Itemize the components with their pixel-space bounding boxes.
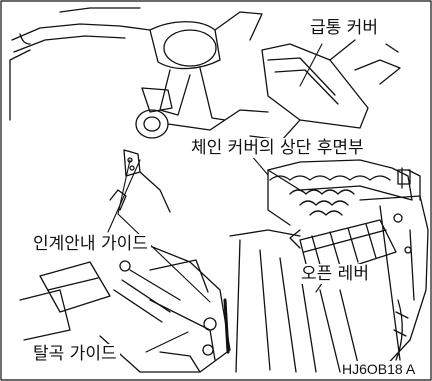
right-side-frame: [359, 195, 429, 373]
leader-lines: [107, 43, 335, 353]
chain-cover-drawing: [267, 159, 421, 226]
callout-feed-guide: 인계안내 가이드: [30, 234, 151, 254]
leader-feed-guide: [107, 159, 141, 233]
lower-middle-structure: [229, 229, 361, 373]
callout-threshing-guide: 탈곡 가이드: [30, 344, 120, 364]
top-left-rails: [9, 7, 151, 121]
duct-assembly: [135, 11, 269, 139]
callout-feed-cylinder-cover: 급통 커버: [307, 18, 381, 38]
threshing-guide-drawing: [19, 245, 231, 373]
reference-code: HJ6OB18 A: [342, 361, 416, 377]
callout-open-lever: 오픈 레버: [298, 264, 372, 284]
hand-drawing: [109, 149, 171, 213]
leader-feed-cylinder-cover: [299, 43, 323, 87]
feed-cylinder-cover-drawing: [249, 39, 401, 141]
leader-threshing-guide: [145, 331, 189, 353]
leader-feed-guide-b: [117, 159, 211, 303]
callout-chain-cover-upper-rear: 체인 커버의 상단 후면부: [188, 138, 367, 158]
